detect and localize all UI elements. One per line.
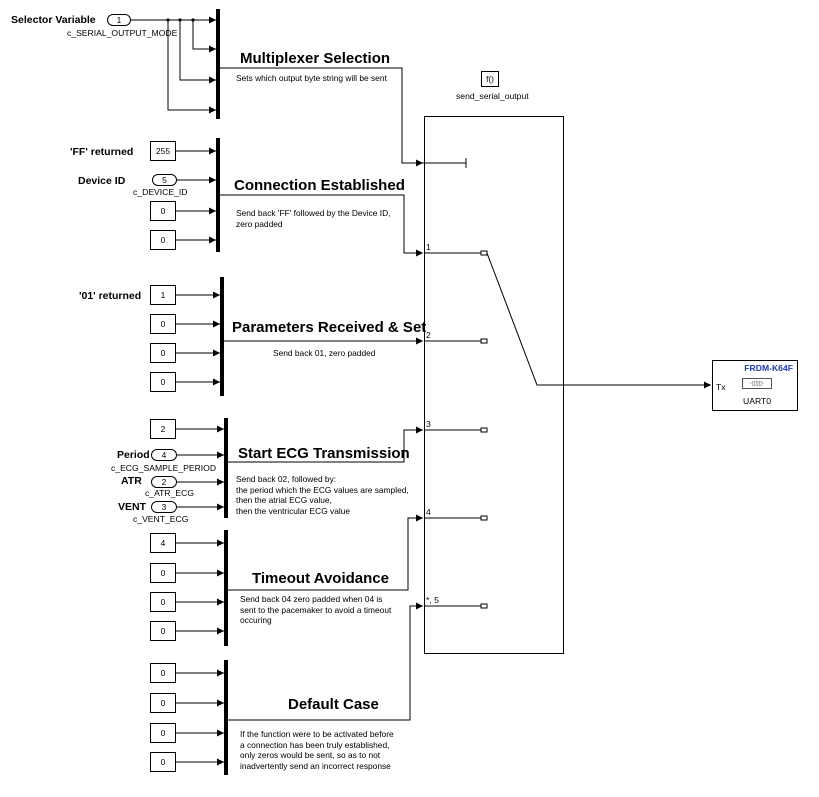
default-note: If the function were to be activated bef…	[240, 729, 394, 771]
uart-brand: FRDM-K64F	[744, 363, 793, 373]
switch-port-label: 1	[426, 242, 431, 252]
const-zero[interactable]: 0	[150, 752, 176, 772]
const-zero[interactable]: 0	[150, 230, 176, 250]
const-zero[interactable]: 0	[150, 314, 176, 334]
wire-case-default	[228, 602, 423, 721]
switch-contact	[486, 252, 564, 386]
vent-from-block[interactable]: 3	[151, 501, 177, 513]
wire-selector-2	[192, 20, 216, 53]
const-zero[interactable]: 0	[150, 201, 176, 221]
atr-from-block[interactable]: 2	[151, 476, 177, 488]
wire-case-4	[228, 514, 423, 591]
switch-port-label: 4	[426, 507, 431, 517]
selector-from-block[interactable]: 1	[107, 14, 131, 26]
wire-selector-3	[179, 20, 216, 84]
wire-case-1	[220, 194, 423, 257]
vent-tag: c_VENT_ECG	[133, 514, 189, 524]
ecg-bus[interactable]	[224, 418, 228, 518]
default-bus[interactable]	[224, 660, 228, 775]
const-zero[interactable]: 0	[150, 693, 176, 713]
mux-bus[interactable]	[216, 9, 220, 119]
const-zero[interactable]: 0	[150, 663, 176, 683]
params-heading: Parameters Received & Set	[232, 319, 427, 336]
const-zero[interactable]: 0	[150, 563, 176, 583]
timeout-heading: Timeout Avoidance	[252, 570, 389, 587]
mux-note: Sets which output byte string will be se…	[236, 73, 387, 83]
const-zero[interactable]: 0	[150, 621, 176, 641]
const-two[interactable]: 2	[150, 419, 176, 439]
uart-tx-port: Tx	[716, 382, 726, 392]
selector-variable-label: Selector Variable	[11, 14, 96, 26]
label-vent: VENT	[118, 501, 147, 513]
mux-heading: Multiplexer Selection	[240, 50, 391, 67]
switch-port-label: 3	[426, 419, 431, 429]
timeout-note: Send back 04 zero padded when 04 is sent…	[240, 594, 392, 625]
period-from-block[interactable]: 4	[151, 449, 177, 461]
serial-connector-glyph: ◦▯▯▯◦	[749, 381, 765, 387]
const-zero[interactable]: 0	[150, 592, 176, 612]
serial-connector-icon: ◦▯▯▯◦	[742, 378, 772, 389]
connection-bus[interactable]	[216, 138, 220, 252]
default-heading: Default Case	[288, 696, 379, 713]
timeout-bus[interactable]	[224, 530, 228, 646]
params-bus[interactable]	[220, 277, 224, 396]
label-period: Period	[117, 449, 150, 461]
const-one[interactable]: 1	[150, 285, 176, 305]
label-ff-returned: 'FF' returned	[70, 146, 134, 158]
function-call-icon[interactable]: f()	[481, 71, 499, 87]
ecg-heading: Start ECG Transmission	[238, 445, 410, 462]
atr-tag: c_ATR_ECG	[145, 488, 195, 498]
wire-mux-control	[220, 67, 423, 167]
switch-port-label: 2	[426, 330, 431, 340]
params-note: Send back 01, zero padded	[273, 348, 376, 358]
const-zero[interactable]: 0	[150, 343, 176, 363]
const-zero[interactable]: 0	[150, 723, 176, 743]
device-id-tag: c_DEVICE_ID	[133, 187, 188, 197]
const-four[interactable]: 4	[150, 533, 176, 553]
uart-block[interactable]: FRDM-K64F Tx ◦▯▯▯◦ UART0	[712, 360, 798, 411]
uart-name: UART0	[743, 396, 772, 406]
switch-port-label: *, 5	[426, 595, 439, 605]
device-id-from-block[interactable]: 5	[152, 174, 177, 186]
label-atr: ATR	[121, 475, 142, 487]
period-tag: c_ECG_SAMPLE_PERIOD	[111, 463, 217, 473]
connection-heading: Connection Established	[234, 177, 405, 194]
wire-case-3	[228, 426, 423, 463]
label-01-returned: '01' returned	[79, 290, 142, 302]
connection-note: Send back 'FF' followed by the Device ID…	[236, 208, 391, 229]
const-zero[interactable]: 0	[150, 372, 176, 392]
label-device-id: Device ID	[78, 175, 126, 187]
wire-selector-4	[167, 20, 216, 114]
function-name: send_serial_output	[456, 91, 529, 101]
switch-case-block[interactable]	[424, 116, 564, 654]
ecg-note: Send back 02, followed by: the period wh…	[236, 474, 409, 516]
const-255[interactable]: 255	[150, 141, 176, 161]
selector-from-tag: c_SERIAL_OUTPUT_MODE	[67, 28, 178, 38]
